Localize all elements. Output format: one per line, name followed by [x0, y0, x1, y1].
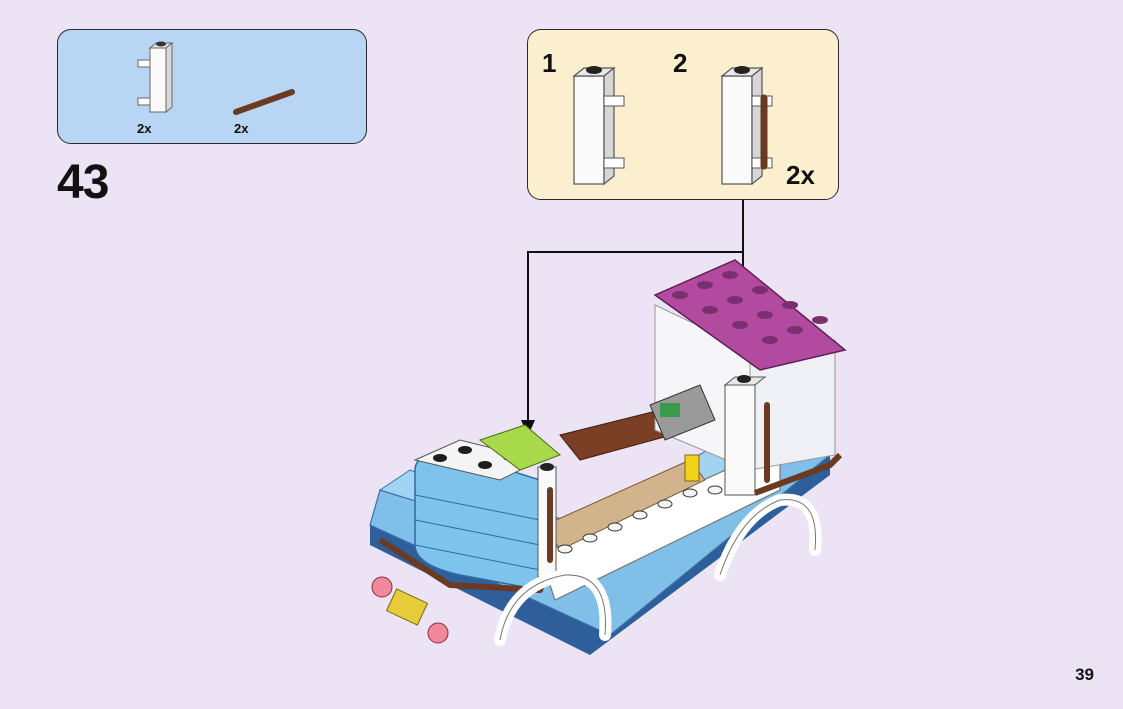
bar-icon [233, 89, 295, 115]
parts-list-box: 2x 2x [57, 29, 367, 144]
sub-assembly-box: 1 2 2x [527, 29, 839, 200]
brick-clip-icon [137, 41, 174, 114]
sub-step-number: 1 [542, 48, 557, 78]
sub-step-number: 2 [673, 48, 688, 78]
page-number: 39 [1075, 665, 1094, 684]
model-illustration [369, 259, 847, 655]
sub-assembly-multiplier: 2x [786, 160, 815, 190]
brick-clip-icon [572, 66, 625, 186]
step-number: 43 [57, 156, 109, 209]
part-quantity: 2x [234, 121, 249, 136]
brick-with-bar-icon [720, 66, 773, 186]
part-quantity: 2x [137, 121, 152, 136]
